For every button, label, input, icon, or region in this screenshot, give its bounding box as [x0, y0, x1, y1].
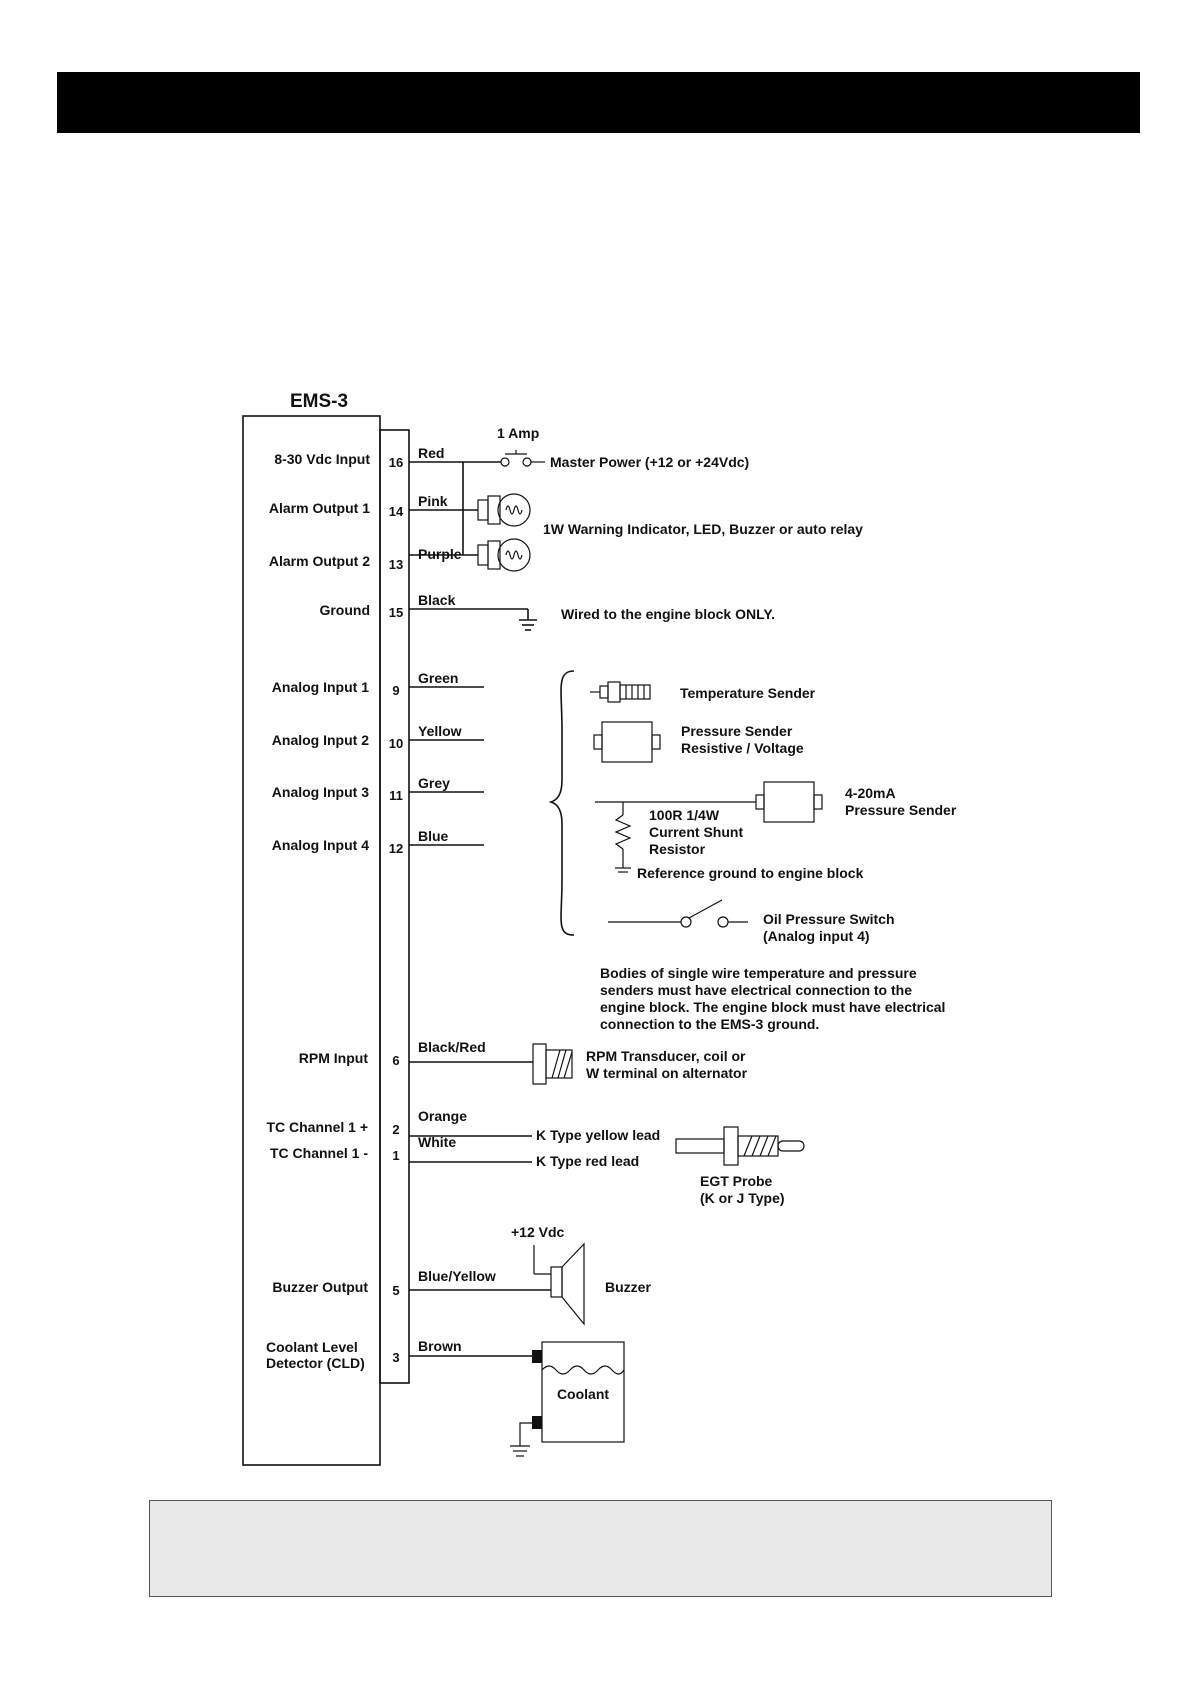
body-note-2: senders must have electrical connection …: [600, 982, 912, 998]
pin-15: 15: [389, 605, 403, 620]
wire-red: Red: [418, 445, 444, 461]
oil-switch-label-2: (Analog input 4): [763, 928, 870, 944]
wire-green: Green: [418, 670, 458, 686]
pin-12: 12: [389, 841, 403, 856]
wire-black-red: Black/Red: [418, 1039, 486, 1055]
input-labels: 8-30 Vdc Input Alarm Output 1 Alarm Outp…: [266, 451, 370, 1371]
pin-2: 2: [392, 1122, 399, 1137]
temperature-sender-icon: [590, 681, 651, 703]
label-cld-2: Detector (CLD): [266, 1355, 365, 1371]
pressure-sender-icon: [593, 721, 661, 763]
vdc-label: +12 Vdc: [511, 1224, 565, 1240]
master-power-label: Master Power (+12 or +24Vdc): [550, 454, 749, 470]
buzzer-label: Buzzer: [605, 1279, 651, 1295]
wire-purple: Purple: [418, 546, 462, 562]
ems3-unit-box: [242, 415, 381, 1466]
header-bar: [57, 72, 1140, 133]
wire-black: Black: [418, 592, 456, 608]
label-alarm-2: Alarm Output 2: [269, 553, 370, 569]
rpm-label-1: RPM Transducer, coil or: [586, 1048, 746, 1064]
label-tc-minus: TC Channel 1 -: [270, 1145, 368, 1161]
label-tc-plus: TC Channel 1 +: [266, 1119, 368, 1135]
wire-yellow: Yellow: [418, 723, 462, 739]
buzzer-icon: [409, 1242, 585, 1326]
k-red-label: K Type red lead: [536, 1153, 639, 1169]
wire-grey: Grey: [418, 775, 450, 791]
label-analog-2: Analog Input 2: [272, 732, 369, 748]
k-yellow-label: K Type yellow lead: [536, 1127, 660, 1143]
analog-wiring: [409, 686, 484, 846]
coolant-label: Coolant: [557, 1386, 609, 1402]
fuse-label: 1 Amp: [497, 425, 539, 441]
wire-blue-yellow: Blue/Yellow: [418, 1268, 496, 1284]
rpm-label-2: W terminal on alternator: [586, 1065, 748, 1081]
oil-switch-label-1: Oil Pressure Switch: [763, 911, 895, 927]
pressure-sender-label-2: Resistive / Voltage: [681, 740, 804, 756]
temperature-sender-label: Temperature Sender: [680, 685, 816, 701]
pin-9: 9: [392, 683, 399, 698]
ground-note: Wired to the engine block ONLY.: [561, 606, 775, 622]
pin-5: 5: [392, 1283, 399, 1298]
note-box: [149, 1500, 1052, 1597]
label-analog-1: Analog Input 1: [272, 679, 369, 695]
body-note-3: engine block. The engine block must have…: [600, 999, 945, 1015]
label-power-input: 8-30 Vdc Input: [274, 451, 370, 467]
label-alarm-1: Alarm Output 1: [269, 500, 370, 516]
wire-orange: Orange: [418, 1108, 467, 1124]
wire-brown: Brown: [418, 1338, 462, 1354]
ma-sender-label-1: 4-20mA: [845, 785, 896, 801]
power-alarm-wiring: [409, 450, 545, 631]
body-note-4: connection to the EMS-3 ground.: [600, 1016, 819, 1032]
oil-pressure-switch-icon: [608, 899, 748, 928]
pressure-sender-label-1: Pressure Sender: [681, 723, 793, 739]
label-analog-4: Analog Input 4: [272, 837, 369, 853]
thermocouple-wiring: [409, 1135, 532, 1163]
wire-labels: Red Pink Purple Black Green Yellow Grey …: [418, 445, 496, 1354]
label-ground: Ground: [319, 602, 370, 618]
label-buzzer: Buzzer Output: [272, 1279, 368, 1295]
egt-label-2: (K or J Type): [700, 1190, 785, 1206]
pin-13: 13: [389, 557, 403, 572]
shunt-label-2: Current Shunt: [649, 824, 743, 840]
rpm-transducer-icon: [409, 1043, 573, 1085]
coolant-tank-icon: [409, 1341, 625, 1457]
pin-11: 11: [389, 788, 403, 803]
body-note-1: Bodies of single wire temperature and pr…: [600, 965, 917, 981]
pin-16: 16: [389, 455, 403, 470]
wire-blue: Blue: [418, 828, 449, 844]
ma-sender-circuit: [595, 781, 823, 873]
label-cld-1: Coolant Level: [266, 1339, 358, 1355]
pin-6: 6: [392, 1053, 399, 1068]
pin-3: 3: [392, 1350, 399, 1365]
ma-sender-label-2: Pressure Sender: [845, 802, 957, 818]
warning-label: 1W Warning Indicator, LED, Buzzer or aut…: [543, 521, 863, 537]
reference-ground-label: Reference ground to engine block: [637, 865, 864, 881]
diagram-title: EMS-3: [290, 391, 348, 412]
pin-10: 10: [389, 736, 403, 751]
shunt-label-1: 100R 1/4W: [649, 807, 720, 823]
wire-white: White: [418, 1134, 456, 1150]
connector-strip: [379, 429, 410, 1384]
shunt-label-3: Resistor: [649, 841, 706, 857]
pin-14: 14: [389, 504, 404, 519]
curly-brace: [548, 670, 575, 936]
wire-pink: Pink: [418, 493, 448, 509]
egt-label-1: EGT Probe: [700, 1173, 773, 1189]
pin-1: 1: [392, 1148, 399, 1163]
egt-probe-icon: [675, 1126, 805, 1166]
label-rpm: RPM Input: [299, 1050, 369, 1066]
pin-numbers: 16 14 13 15 9 10 11 12 6 2 1 5 3: [389, 455, 404, 1365]
label-analog-3: Analog Input 3: [272, 784, 369, 800]
